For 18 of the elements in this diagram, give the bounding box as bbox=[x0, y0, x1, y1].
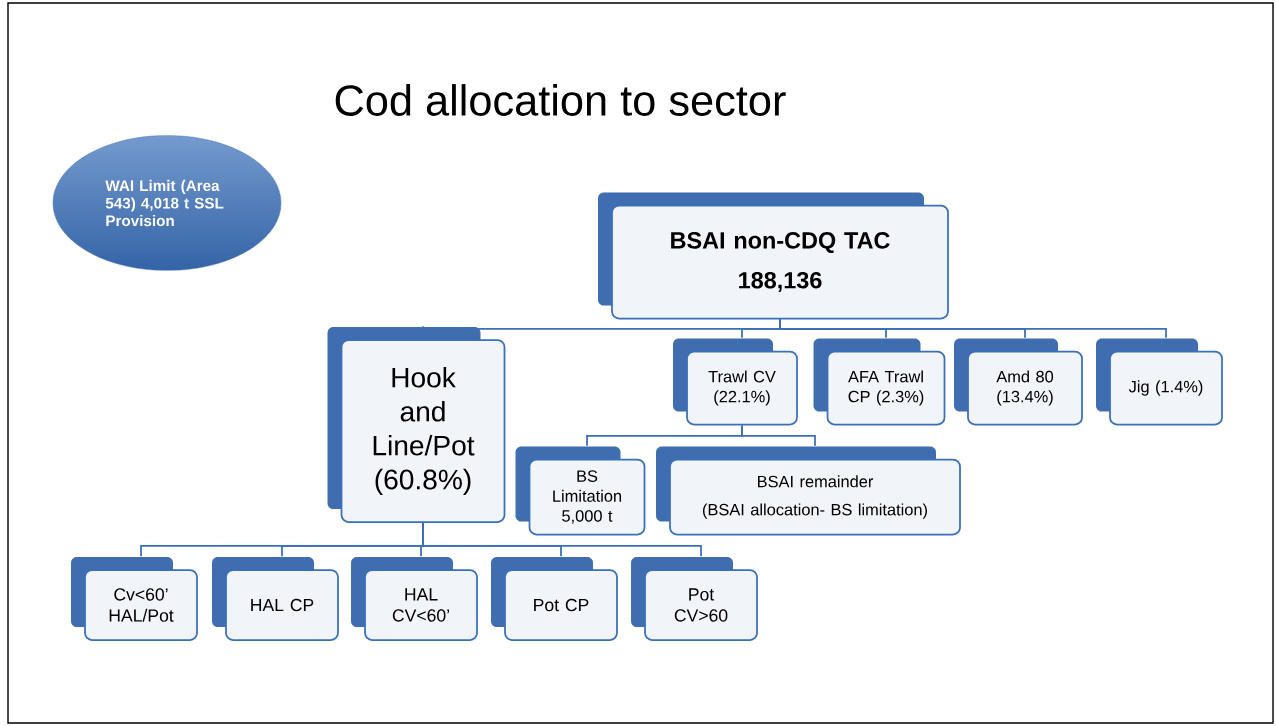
org-box: Amd 80 (13.4%) bbox=[954, 338, 1083, 426]
org-box: BSAI remainder (BSAI allocation- BS limitation) bbox=[656, 446, 961, 536]
org-box: Jig (1.4%) bbox=[1096, 338, 1223, 426]
connector-line bbox=[422, 522, 702, 557]
org-box: Pot CP bbox=[491, 557, 618, 641]
org-box: AFA Trawl CP (2.3%) bbox=[813, 338, 946, 426]
org-box: Pot CV>60 bbox=[631, 557, 758, 641]
org-box: BSAI non-CDQ TAC 188,136 bbox=[598, 192, 949, 320]
oval-badge: WAI Limit (Area 543) 4,018 t SSL Provision bbox=[52, 135, 282, 271]
org-box: HAL CV<60’ bbox=[351, 557, 478, 641]
org-box: Trawl CV (22.1%) bbox=[673, 338, 798, 426]
diagram-title: Cod allocation to sector bbox=[335, 84, 786, 116]
connector-line bbox=[779, 318, 1167, 339]
org-box: Cv<60’ HAL/Pot bbox=[71, 557, 198, 641]
org-box: BS Limitation 5,000 t bbox=[515, 446, 646, 536]
connector-line bbox=[741, 424, 816, 447]
org-box: HAL CP bbox=[212, 557, 339, 641]
org-box: Hook and Line/Pot (60.8%) bbox=[327, 327, 506, 523]
